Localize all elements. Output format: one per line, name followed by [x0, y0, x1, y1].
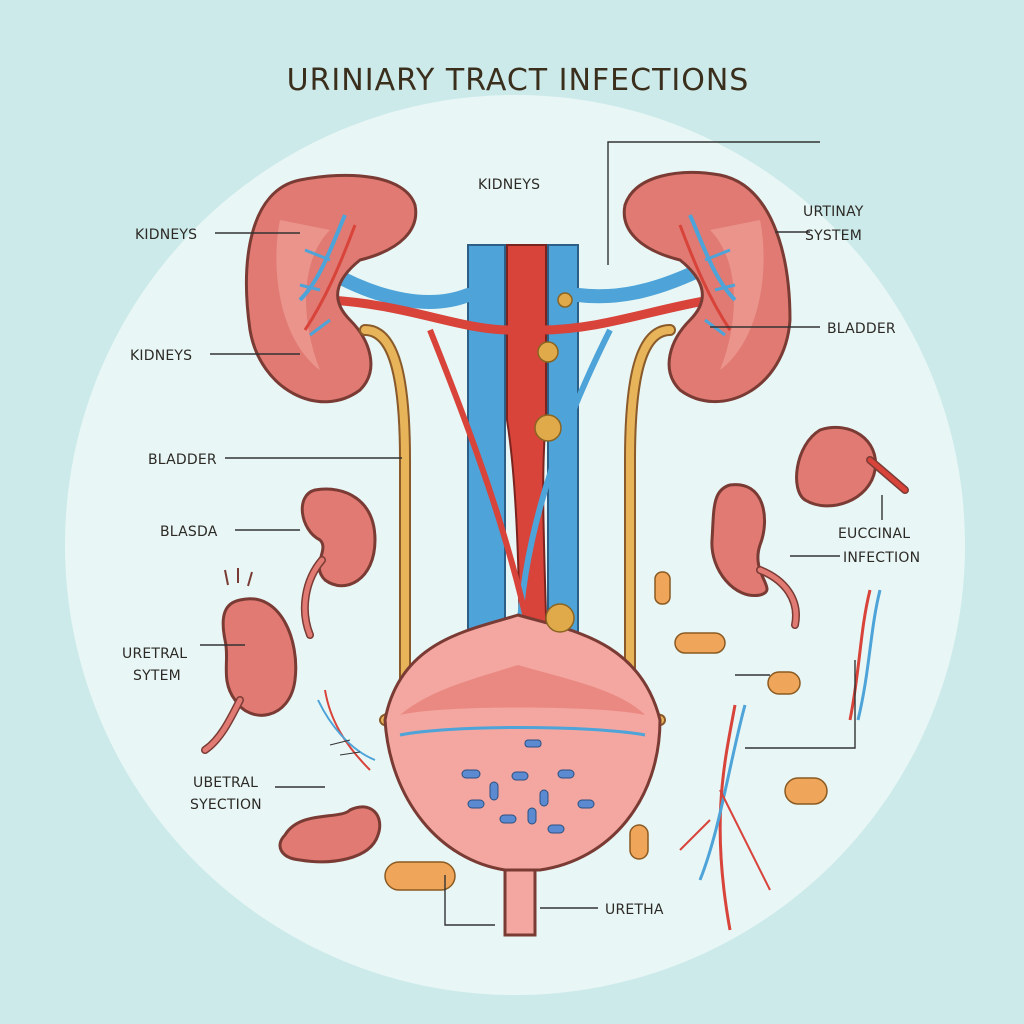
- label-urethra: URETHA: [605, 902, 664, 918]
- label-uretral-system-1: URETRAL: [122, 646, 187, 662]
- label-eucinal-infection-1: EUCCINAL: [838, 526, 910, 542]
- bacteria-outside: [384, 571, 828, 891]
- label-blasda: BLASDA: [160, 524, 218, 540]
- left-bottom-organ: [278, 805, 382, 864]
- right-upper-organ: [795, 425, 909, 508]
- left-vessel-branch: [317, 689, 376, 771]
- label-eucinal-infection-2: INFECTION: [843, 550, 920, 566]
- label-bladder-left: BLADDER: [148, 452, 217, 468]
- stones: [534, 292, 575, 633]
- renal-artery-right: [535, 295, 715, 335]
- left-ureteral-kidney: [201, 568, 298, 754]
- label-urinary-system-1: URTINAY: [803, 204, 864, 220]
- label-ubetral-syection-2: SYECTION: [190, 797, 262, 813]
- label-urinary-system-2: SYSTEM: [805, 228, 862, 244]
- label-bladder-right: BLADDER: [827, 321, 896, 337]
- renal-artery-left: [325, 295, 515, 335]
- label-ubetral-syection-1: UBETRAL: [193, 775, 258, 791]
- label-kidneys-left-2: KIDNEYS: [130, 348, 192, 364]
- page-title: URINIARY TRACT INFECTIONS: [287, 63, 750, 98]
- label-kidneys-left: KIDNEYS: [135, 227, 197, 243]
- label-kidneys-top: KIDNEYS: [478, 177, 540, 193]
- leader-lines: [200, 141, 883, 926]
- right-vessel-branches: [679, 589, 882, 931]
- bladder-bacteria: [461, 739, 595, 834]
- right-mid-kidney: [710, 483, 800, 629]
- urethra-tube: [503, 868, 537, 937]
- left-kidney: [245, 173, 418, 404]
- label-uretral-system-2: SYTEM: [133, 668, 181, 684]
- left-small-kidney: [300, 487, 377, 639]
- right-kidney: [622, 171, 792, 403]
- renal-vein-left: [323, 265, 475, 309]
